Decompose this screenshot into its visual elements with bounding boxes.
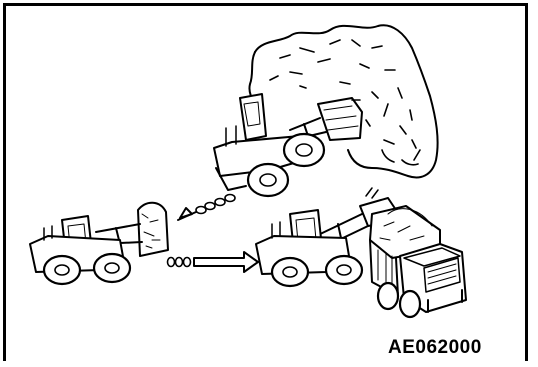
figure-code: AE062000 (388, 337, 524, 359)
loader-carrying (30, 203, 168, 284)
reverse-path-arrow (178, 195, 235, 221)
forward-path-arrow (168, 252, 259, 272)
dump-truck (370, 206, 466, 317)
loader-digging (214, 94, 362, 196)
